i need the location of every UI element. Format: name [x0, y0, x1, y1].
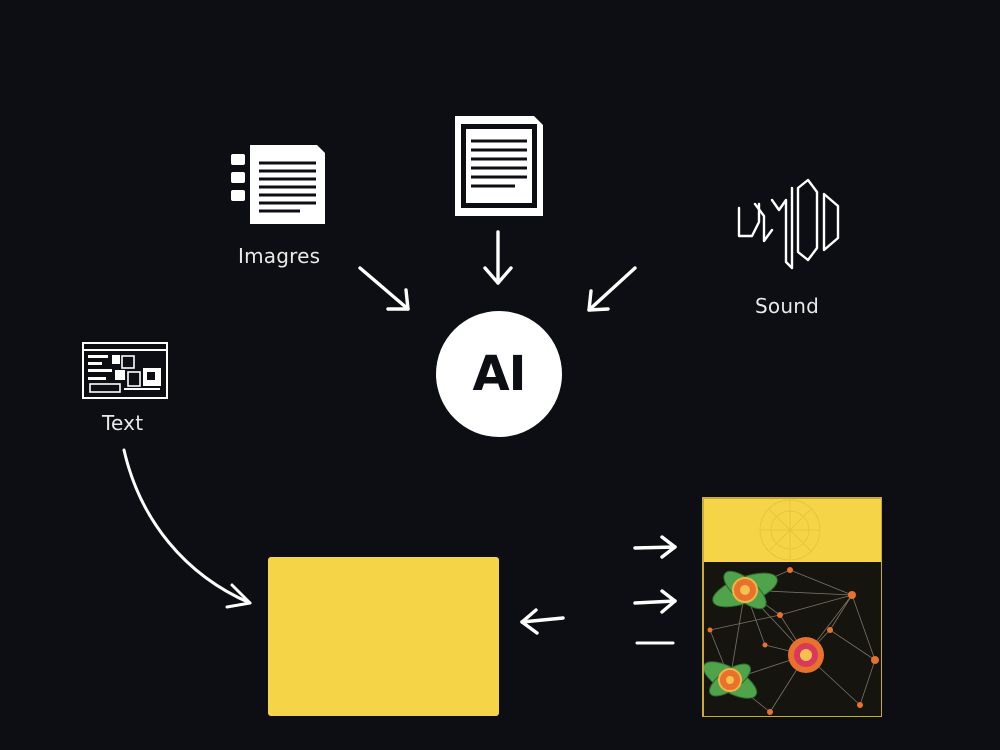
arrow-to-output-box	[520, 608, 565, 635]
images-label: Imagres	[238, 244, 321, 268]
sound-wave-icon	[737, 178, 840, 270]
arrow-text-to-box	[122, 448, 252, 609]
arrow-right-2	[633, 589, 677, 614]
output-box	[268, 557, 499, 716]
arrow-right-1	[633, 535, 677, 559]
arrow-sound-to-ai	[587, 266, 637, 312]
network-image	[702, 497, 882, 717]
ai-label: AI	[472, 346, 526, 402]
sound-label: Sound	[755, 294, 819, 318]
document-stack-icon	[231, 145, 325, 224]
arrow-document-to-ai	[483, 230, 513, 285]
arrow-images-to-ai	[358, 266, 410, 311]
window-layout-icon	[82, 342, 168, 399]
ai-node	[436, 311, 562, 437]
document-icon	[455, 116, 543, 216]
text-label: Text	[102, 411, 144, 435]
